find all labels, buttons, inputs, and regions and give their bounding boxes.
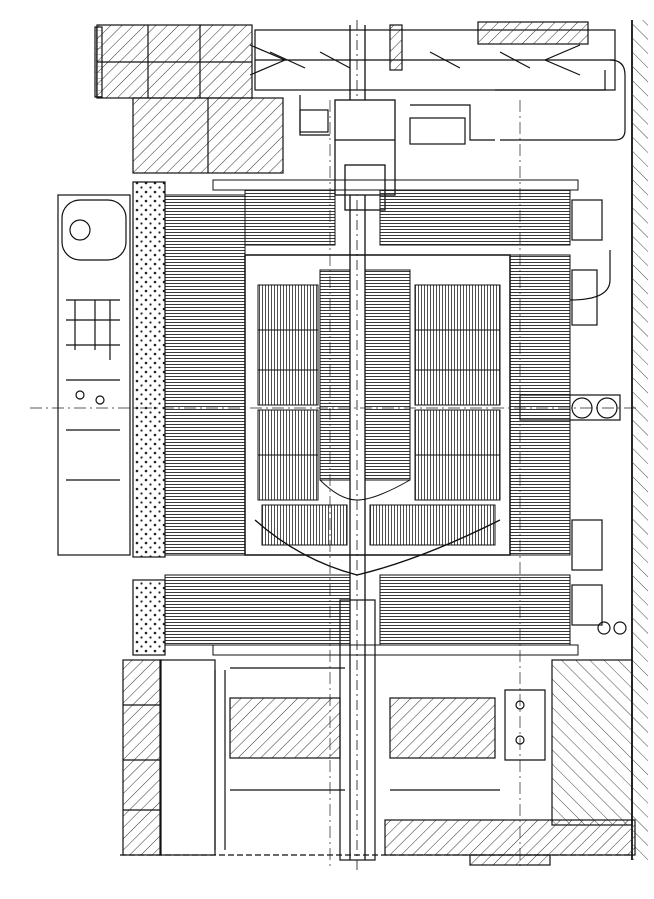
cryostat-housing [57,194,131,556]
iron-yoke-dotted [132,181,166,656]
centre-guides [30,100,640,870]
ground-edge [631,20,648,860]
support-rollers [519,199,627,635]
top-support-frame [249,21,626,145]
inner-detector-modules [244,254,511,576]
forward-section [120,599,636,866]
top-shielding-blocks [94,24,284,174]
